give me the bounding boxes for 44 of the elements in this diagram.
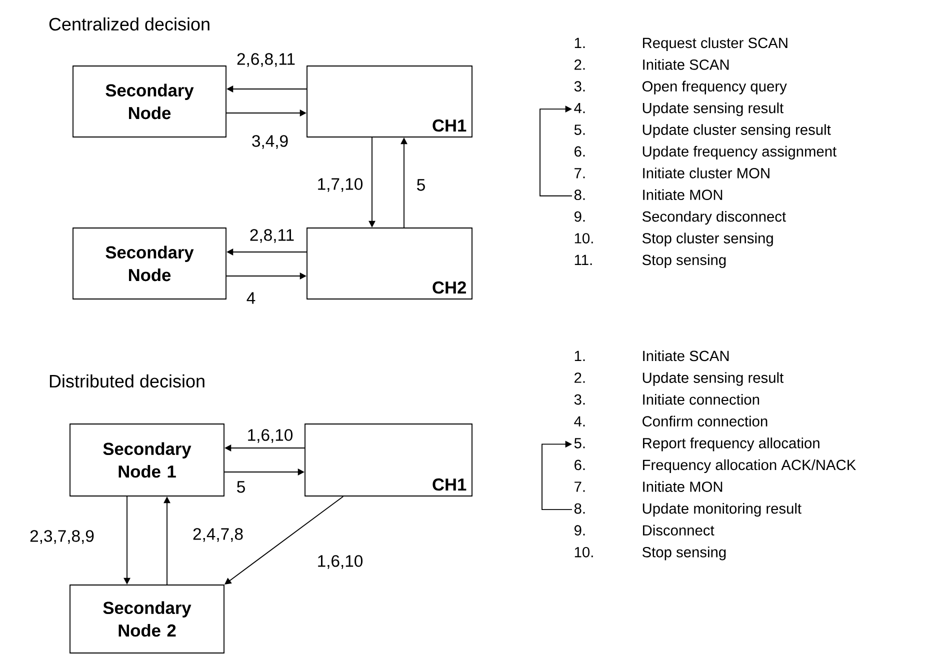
edge-label: 2,4,7,8 <box>191 526 245 544</box>
list-item: 1. Initiate SCAN <box>574 350 729 362</box>
edge-label: 1,6,10 <box>246 428 294 444</box>
list-item: 9. Disconnect <box>574 524 714 536</box>
section-heading: Distributed decision <box>50 374 204 388</box>
edge-label: 5 <box>235 480 247 494</box>
list-item: 7. Initiate MON <box>574 481 722 492</box>
list-item: 7. Initiate cluster MON <box>574 168 770 178</box>
section-heading: Centralized decision <box>49 17 210 31</box>
list-item: 4. Confirm connection <box>574 416 768 427</box>
list-item: 11. Stop sensing <box>574 254 726 268</box>
edge-label: 3,4,9 <box>250 134 290 150</box>
list-item: 4. Update sensing result <box>574 102 784 116</box>
list-item: 10. Stop sensing <box>574 546 726 560</box>
list-item: 2. Initiate SCAN <box>574 59 729 70</box>
edge-label: 2,8,11 <box>248 228 296 244</box>
node-box: Secondary Node 1 <box>70 424 224 496</box>
node-box: Secondary Node 2 <box>70 584 224 654</box>
edge-label: 1,7,10 <box>316 176 364 194</box>
edge-label: 1,6,10 <box>316 554 364 570</box>
list-item: 5. Update cluster sensing result <box>574 124 831 138</box>
list-item: 8. Update monitoring result <box>574 502 802 517</box>
list-item: 8. Initiate MON <box>574 189 722 200</box>
list-item: 2. Update sensing result <box>574 372 784 386</box>
list-item: 6. Frequency allocation ACK/NACK <box>574 459 856 474</box>
edge-label: 4 <box>245 290 257 306</box>
arrow <box>540 106 572 196</box>
edge-label: 2,3,7,8,9 <box>28 528 96 546</box>
cluster-head-box: CH1 <box>306 66 472 138</box>
edge-label: 2,6,8,11 <box>235 52 297 68</box>
edge-label: 5 <box>415 178 427 192</box>
arrow <box>542 440 572 510</box>
node-box: Secondary Node <box>72 228 226 300</box>
cluster-head-box: CH1 <box>304 424 472 496</box>
node-box: Secondary Node <box>72 66 226 138</box>
list-item: 3. Initiate connection <box>574 394 760 405</box>
list-item: 6. Update frequency assignment <box>574 146 837 160</box>
cluster-head-box: CH2 <box>306 228 472 300</box>
list-item: 3. Open frequency query <box>574 80 787 94</box>
list-item: 9. Secondary disconnect <box>574 210 786 225</box>
list-item: 1. Request cluster SCAN <box>574 37 788 52</box>
list-item: 5. Report frequency allocation <box>574 438 820 452</box>
list-item: 10. Stop cluster sensing <box>574 232 773 246</box>
arrow <box>224 496 344 584</box>
